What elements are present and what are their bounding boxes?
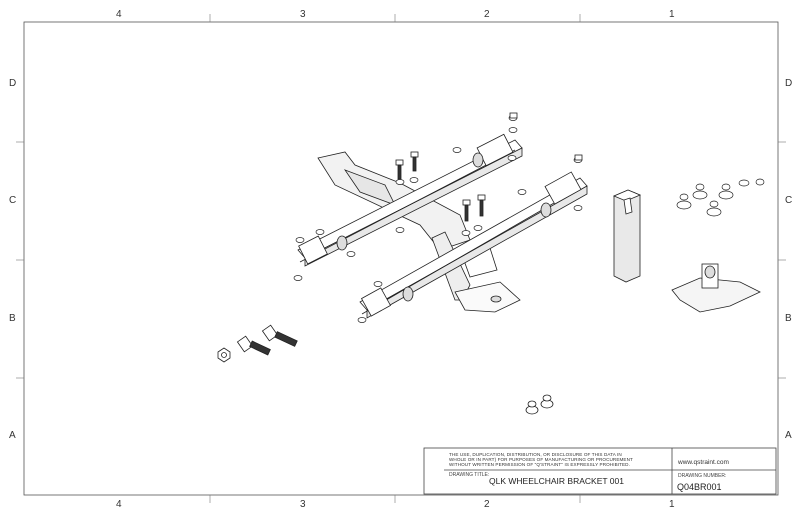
drawing-title: QLK WHEELCHAIR BRACKET 001 bbox=[489, 476, 624, 486]
zone-column-label: 3 bbox=[300, 9, 306, 20]
drawing-border bbox=[23, 21, 779, 496]
zone-row-label: D bbox=[785, 78, 793, 89]
mounting-plate bbox=[671, 263, 761, 313]
drawing-number: Q04BR001 bbox=[677, 482, 722, 492]
loose-nuts-lower-center bbox=[525, 394, 554, 415]
drawing-title-label: DRAWING TITLE: bbox=[449, 472, 490, 478]
main-bracket-assembly bbox=[297, 133, 588, 319]
drawing-number-label: DRAWING NUMBER: bbox=[678, 473, 727, 479]
zone-row-label: C bbox=[9, 195, 17, 206]
loose-bolts-lower-left bbox=[217, 324, 298, 363]
vertical-bolts bbox=[395, 112, 583, 222]
title-block-frame bbox=[423, 447, 777, 495]
company-website: www.qstraint.com bbox=[678, 459, 729, 466]
upright-strap bbox=[612, 189, 642, 283]
zone-column-label: 2 bbox=[484, 499, 490, 510]
zone-column-label: 2 bbox=[484, 9, 490, 20]
zone-ticks bbox=[16, 14, 786, 503]
zone-row-label: B bbox=[785, 313, 792, 324]
title-block-notice: THE USE, DUPLICATION, DISTRIBUTION, OR D… bbox=[449, 452, 633, 467]
zone-row-label: D bbox=[9, 78, 17, 89]
zone-column-label: 4 bbox=[116, 499, 122, 510]
zone-column-label: 3 bbox=[300, 499, 306, 510]
zone-column-label: 4 bbox=[116, 9, 122, 20]
zone-row-label: B bbox=[9, 313, 16, 324]
bar-hardware bbox=[293, 115, 583, 323]
zone-row-label: A bbox=[785, 430, 792, 441]
zone-column-label: 1 bbox=[669, 9, 675, 20]
zone-row-label: A bbox=[9, 430, 16, 441]
zone-column-label: 1 bbox=[669, 499, 675, 510]
zone-row-label: C bbox=[785, 195, 793, 206]
loose-hardware-cluster bbox=[676, 178, 765, 217]
